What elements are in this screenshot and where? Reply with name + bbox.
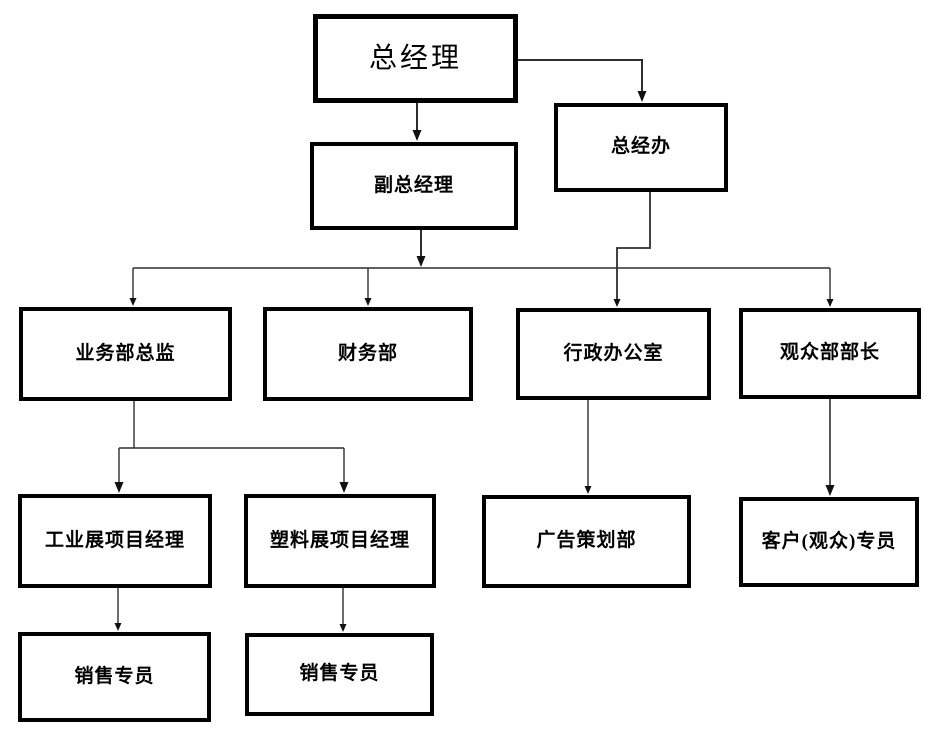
node-admin-office: 行政办公室 [516,308,711,400]
node-general-manager-label: 总经理 [368,42,462,74]
arrowhead-pla-sales2 [339,624,347,632]
edge-gmo-admin [616,192,651,305]
node-finance-dept-label: 财务部 [337,342,398,364]
node-sales-specialist-right: 销售专员 [245,633,434,716]
node-plastics-expo-pm-label: 塑料展项目经理 [269,529,410,551]
node-plastics-expo-pm: 塑料展项目经理 [244,494,436,588]
node-customer-audience-specialist: 客户(观众)专员 [739,497,919,587]
node-sales-specialist-right-label: 销售专员 [299,663,380,685]
arrowhead-subbus-pla [339,482,349,493]
node-gm-office-label: 总经办 [610,136,671,158]
edge-gm-gmo [518,59,643,100]
node-audience-dept-head: 观众部部长 [739,308,921,399]
arrowhead-gm-gmo [637,91,647,102]
node-finance-dept: 财务部 [263,307,473,401]
node-general-manager: 总经理 [313,14,518,103]
node-industrial-expo-pm: 工业展项目经理 [18,494,212,588]
node-industrial-expo-pm-label: 工业展项目经理 [44,529,185,551]
node-business-director-label: 业务部总监 [75,342,176,364]
node-audience-dept-head-label: 观众部部长 [779,342,880,364]
arrowhead-dgm-bus [416,256,426,267]
arrowhead-ind-sales1 [114,623,122,631]
arrowhead-bus-biz [129,298,137,306]
arrowhead-bus-aud [826,299,834,307]
node-deputy-general-manager: 副总经理 [310,142,518,230]
arrowhead-admin-adv [584,486,592,494]
arrowhead-bus-fin [364,298,372,306]
node-customer-audience-specialist-label: 客户(观众)专员 [761,530,897,552]
node-ad-planning-dept-label: 广告策划部 [536,530,637,552]
node-business-director: 业务部总监 [19,307,232,401]
node-deputy-general-manager-label: 副总经理 [373,174,454,196]
arrowhead-subbus-ind [114,482,124,493]
node-gm-office: 总经办 [554,103,728,192]
node-ad-planning-dept: 广告策划部 [482,495,691,588]
node-admin-office-label: 行政办公室 [563,342,664,364]
arrowhead-gm-dgm [412,130,422,141]
arrowhead-aud-cust [825,485,835,496]
node-sales-specialist-left-label: 销售专员 [74,665,155,687]
node-sales-specialist-left: 销售专员 [18,632,211,722]
arrowhead-gmo-admin [613,299,621,307]
